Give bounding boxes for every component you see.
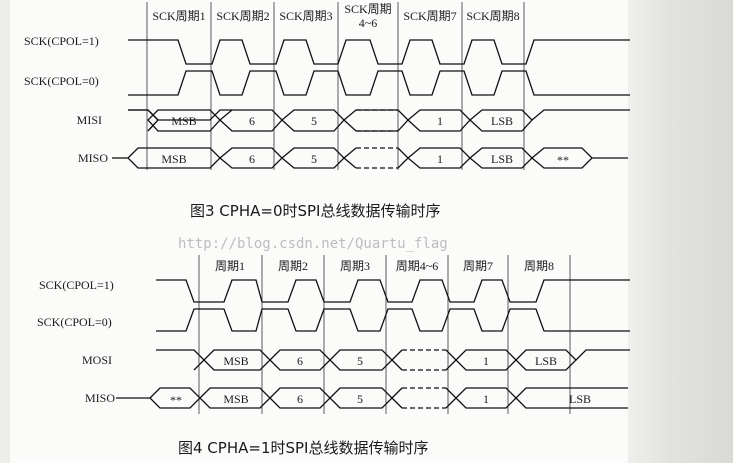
signal2-label-sck-cpol1: SCK(CPOL=1) [39,278,114,292]
signal2-label-mosi: MOSI [82,353,112,367]
caption-figure4: 图4 CPHA=1时SPI总线数据传输时序 [178,439,428,457]
signal-label-sck-cpol1: SCK(CPOL=1) [24,34,99,48]
period-label-3: SCK周期3 [279,9,332,23]
period-label-7: SCK周期7 [403,9,456,23]
scan-left-edge [0,0,10,463]
mosi2-bit-msb: MSB [223,354,248,368]
miso2-bit-5: 5 [357,392,363,406]
diagram1-period-labels: SCK周期1 SCK周期2 SCK周期3 SCK周期 4~6 SCK周期7 SC… [152,2,519,30]
mosi2-bit-1: 1 [483,354,489,368]
diagram2-period-labels: 周期1 周期2 周期3 周期4~6 周期7 周期8 [215,259,554,273]
period2-label-4-6: 周期4~6 [396,259,439,273]
mosi-bit-1: 1 [437,114,443,128]
mosi-bus-2 [156,349,630,371]
miso-bit-dontcare: ** [557,153,569,167]
mosi2-bit-5: 5 [357,354,363,368]
scan-right-edge [628,0,733,463]
sck-cpol1-waveform [128,39,630,65]
diagram-cpha0 [112,2,630,170]
signal-label-miso: MISO [78,151,108,165]
period-label-1: SCK周期1 [152,9,205,23]
miso2-bit-dontcare: ** [170,393,182,407]
signal-label-misi: MISI [77,113,102,127]
signal2-label-sck-cpol0: SCK(CPOL=0) [37,315,112,329]
period-label-4-6-top: SCK周期 [344,2,391,16]
mosi2-bit-lsb: LSB [535,354,557,368]
miso-bit-lsb: LSB [491,152,513,166]
miso-bit-1: 1 [437,152,443,166]
miso-bit-6: 6 [249,152,255,166]
sck-cpol0-waveform [128,70,630,96]
period2-label-7: 周期7 [463,259,493,273]
miso2-bit-msb: MSB [223,392,248,406]
period-label-4-6-bottom: 4~6 [359,16,378,30]
mosi-bit-5: 5 [311,114,317,128]
mosi-bus-1 [128,109,630,132]
sck-cpol0-waveform-2 [156,308,630,332]
mosi-bit-msb: MSB [171,114,196,128]
diagram-cpha1 [116,255,630,414]
caption-figure3: 图3 CPHA=0时SPI总线数据传输时序 [190,202,440,220]
diagram1-signal-labels: SCK(CPOL=1) SCK(CPOL=0) MISI MISO [24,34,108,165]
miso2-bit-6: 6 [297,392,303,406]
diagram2-signal-labels: SCK(CPOL=1) SCK(CPOL=0) MOSI MISO [37,278,115,405]
period-label-8: SCK周期8 [466,9,519,23]
period-label-2: SCK周期2 [216,9,269,23]
miso2-bit-1: 1 [483,392,489,406]
miso-bus-1 [112,147,628,169]
diagram2-bit-labels: MSB 6 5 1 LSB ** MSB 6 5 1 LSB [170,354,591,407]
period-dividers [146,2,525,170]
mosi-bit-6: 6 [249,114,255,128]
diagram1-bit-labels: MSB 6 5 1 LSB MSB 6 5 1 LSB ** [161,114,569,167]
miso-bus-2 [116,387,628,409]
period2-label-2: 周期2 [278,259,308,273]
period2-label-1: 周期1 [215,259,245,273]
miso2-bit-lsb: LSB [569,392,591,406]
signal-label-sck-cpol0: SCK(CPOL=0) [24,74,99,88]
mosi2-bit-6: 6 [297,354,303,368]
signal2-label-miso: MISO [85,391,115,405]
period2-label-3: 周期3 [340,259,370,273]
watermark-url: http://blog.csdn.net/Quartu_flag [178,236,448,252]
miso-bit-msb: MSB [161,152,186,166]
mosi-bit-lsb: LSB [491,114,513,128]
period2-label-8: 周期8 [524,259,554,273]
miso-bit-5: 5 [311,152,317,166]
sck-cpol1-waveform-2 [156,279,630,303]
